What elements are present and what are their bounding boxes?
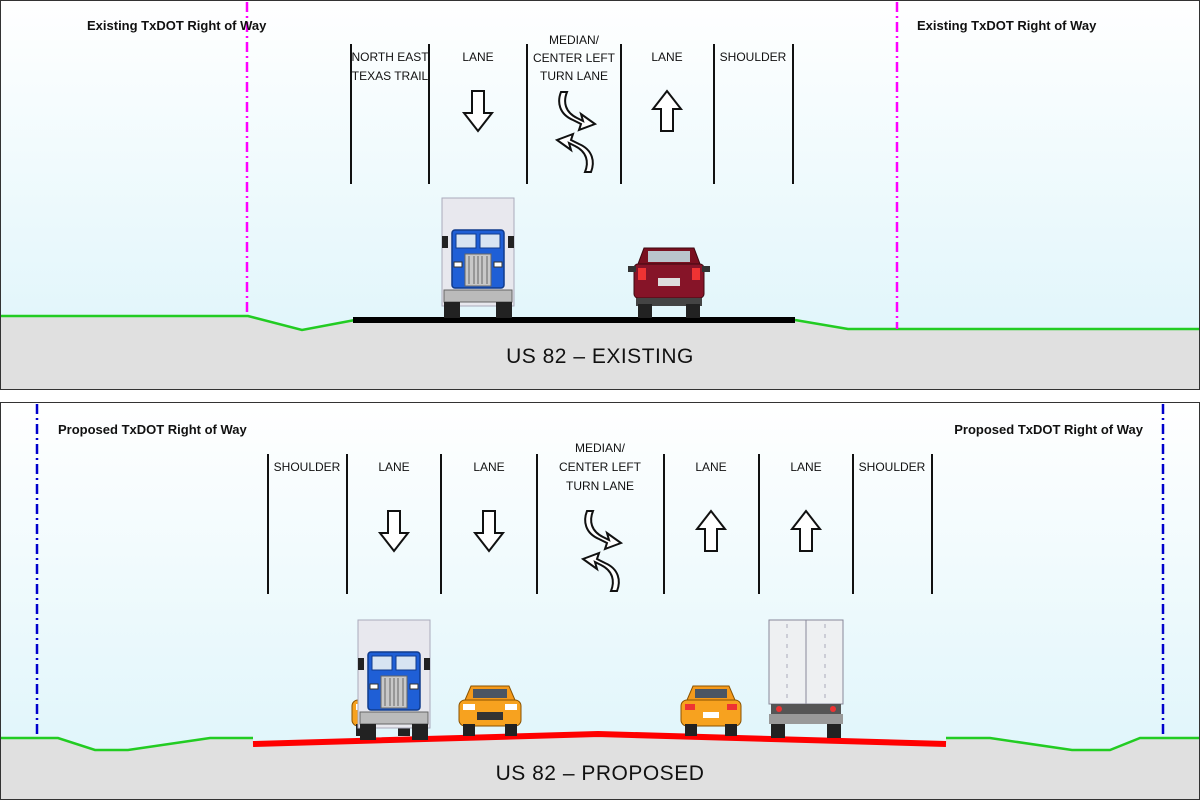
semi-truck-icon: [357, 619, 431, 741]
existing-col-label: LANE: [462, 50, 493, 64]
existing-row-label-right: Existing TxDOT Right of Way: [917, 18, 1097, 33]
proposed-column-dividers: [267, 454, 933, 594]
proposed-col-label: LANE: [695, 460, 726, 474]
existing-ground: [1, 316, 1199, 389]
existing-col-label: NORTH EAST: [351, 50, 429, 64]
proposed-ground: [1, 734, 1199, 799]
proposed-grass-left: [1, 736, 253, 752]
existing-col-label: TEXAS TRAIL: [352, 69, 429, 83]
proposed-col-label: LANE: [378, 460, 409, 474]
proposed-col-label: LANE: [790, 460, 821, 474]
proposed-panel: Proposed TxDOT Right of Way Proposed TxD…: [0, 402, 1200, 800]
proposed-col-label: TURN LANE: [566, 479, 634, 493]
existing-row-label-left: Existing TxDOT Right of Way: [87, 18, 267, 33]
proposed-grass-right: [946, 736, 1199, 752]
existing-col-label: CENTER LEFT: [533, 51, 616, 65]
proposed-col-label: SHOULDER: [859, 460, 926, 474]
existing-grass-left: [1, 314, 356, 332]
proposed-col-label: MEDIAN/: [575, 441, 626, 455]
proposed-row-label-left: Proposed TxDOT Right of Way: [58, 422, 248, 437]
existing-col-label: MEDIAN/: [549, 33, 600, 47]
proposed-title: US 82 – PROPOSED: [496, 762, 705, 785]
proposed-pavement: [252, 730, 947, 747]
existing-col-label: LANE: [651, 50, 682, 64]
trailer-truck-icon: [768, 619, 844, 739]
existing-col-label: TURN LANE: [540, 69, 608, 83]
existing-panel: Existing TxDOT Right of Way Existing TxD…: [0, 0, 1200, 390]
existing-grass-right: [794, 318, 1199, 331]
proposed-col-label: CENTER LEFT: [559, 460, 642, 474]
existing-col-label: SHOULDER: [720, 50, 787, 64]
existing-title: US 82 – EXISTING: [506, 345, 694, 368]
proposed-row-label-right: Proposed TxDOT Right of Way: [954, 422, 1144, 437]
proposed-col-label: SHOULDER: [274, 460, 341, 474]
semi-truck-icon: [441, 197, 515, 319]
existing-column-dividers: [350, 44, 794, 184]
proposed-col-label: LANE: [473, 460, 504, 474]
